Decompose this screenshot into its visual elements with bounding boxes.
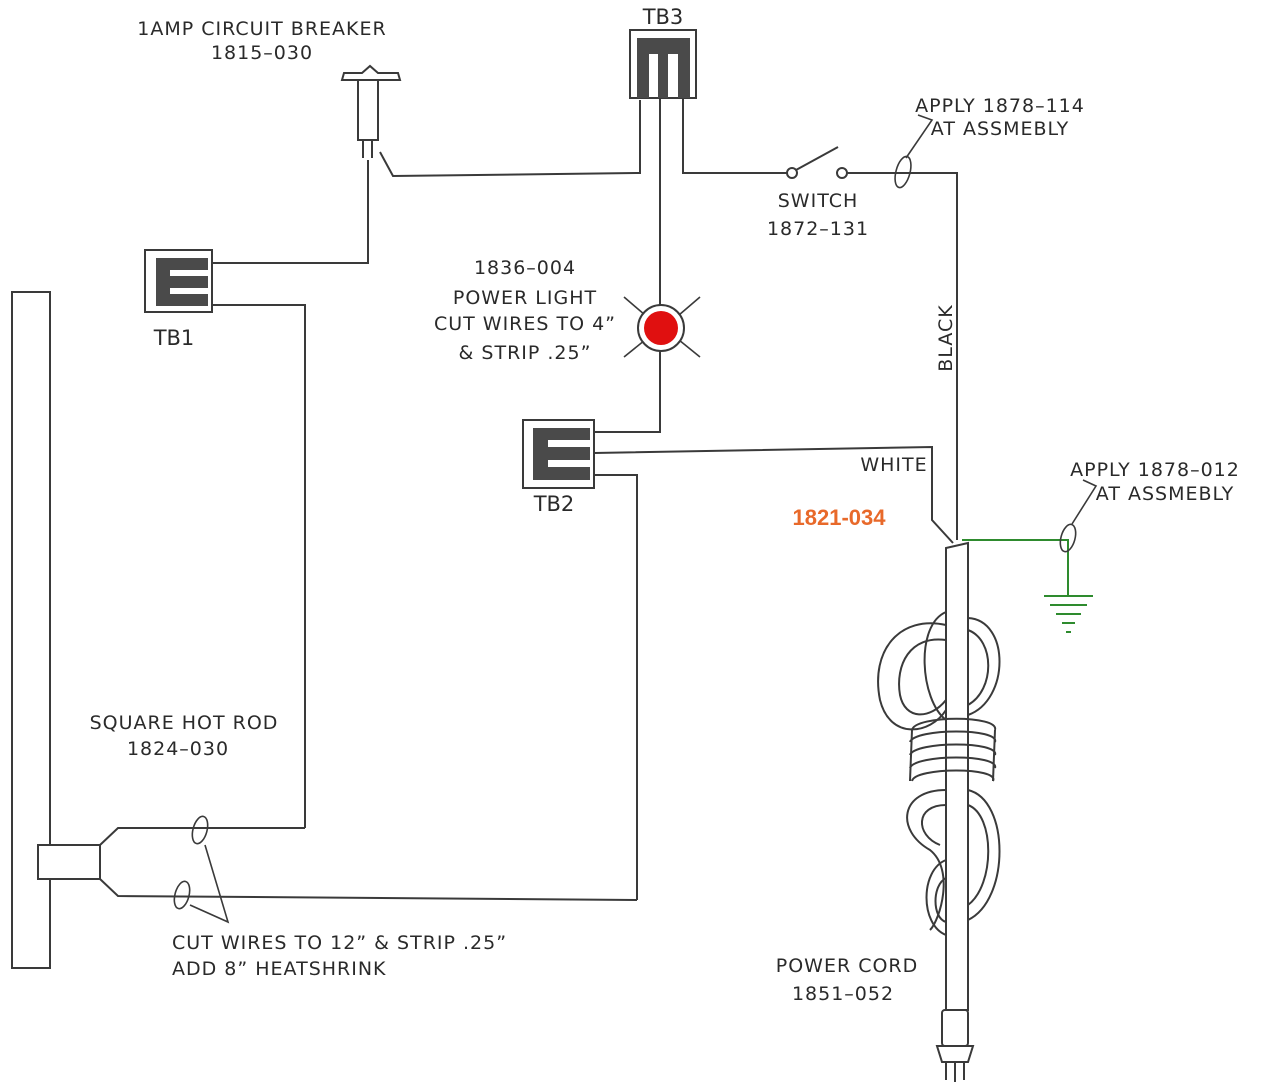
switch-part-number: 1872–131 (767, 218, 869, 240)
power-cord-icon (877, 541, 1001, 1082)
wire-switch-black (847, 172, 958, 540)
apply-114-note: AT ASSMEBLY (931, 118, 1069, 140)
heatshrink-upper-icon (191, 815, 209, 845)
circuit-breaker-icon (340, 64, 402, 158)
tb2-terminal-block (522, 419, 595, 489)
wire-light-tb2 (595, 351, 661, 433)
apply-012-label: APPLY 1878–012 (1070, 459, 1240, 481)
wire-tb3-switch (682, 98, 790, 174)
apply-114-leader (905, 114, 934, 159)
apply-012-note: AT ASSMEBLY (1096, 483, 1234, 505)
tb3-terminal-block (629, 29, 697, 99)
ground-symbol-icon (1044, 595, 1093, 633)
light-cut-note: CUT WIRES TO 4” (434, 313, 616, 335)
tb2-label: TB2 (533, 492, 575, 516)
wire-breaker-tb3 (379, 100, 641, 178)
black-wire-label: BLACK (935, 304, 957, 371)
switch-label: SWITCH (778, 190, 859, 212)
cord-part-number-highlight: 1821-034 (793, 505, 887, 530)
wire-tb2-white (593, 445, 954, 544)
tb1-label: TB1 (153, 326, 195, 350)
breaker-label: 1AMP CIRCUIT BREAKER (137, 18, 386, 40)
wire-tb1-rod (212, 304, 306, 828)
light-part-number: 1836–004 (474, 257, 576, 279)
wire-tb1-breaker (212, 160, 369, 264)
power-light-icon (623, 296, 701, 358)
breaker-part-number: 1815–030 (211, 42, 313, 64)
ground-wire (962, 539, 1069, 595)
hot-rod-label: SQUARE HOT ROD (90, 712, 279, 734)
tb1-terminal-block (144, 249, 213, 313)
cut-wires-note: CUT WIRES TO 12” & STRIP .25” (172, 932, 507, 954)
apply-114-label: APPLY 1878–114 (915, 95, 1085, 117)
power-cord-part-number: 1851–052 (792, 983, 894, 1005)
light-strip-note: & STRIP .25” (459, 342, 592, 364)
heatshrink-lower-icon (173, 880, 191, 910)
wire-tb2-rod (594, 474, 638, 900)
switch-icon (786, 146, 848, 179)
heatshrink-ground-icon (1059, 523, 1077, 553)
heatshrink-note: ADD 8” HEATSHRINK (172, 958, 387, 980)
power-cord-label: POWER CORD (776, 955, 919, 977)
apply-012-leader (1071, 479, 1098, 525)
light-label: POWER LIGHT (453, 287, 597, 309)
tb3-label: TB3 (642, 5, 684, 29)
white-wire-label: WHITE (860, 454, 927, 476)
square-hot-rod (11, 291, 638, 969)
hot-rod-part-number: 1824–030 (127, 738, 229, 760)
